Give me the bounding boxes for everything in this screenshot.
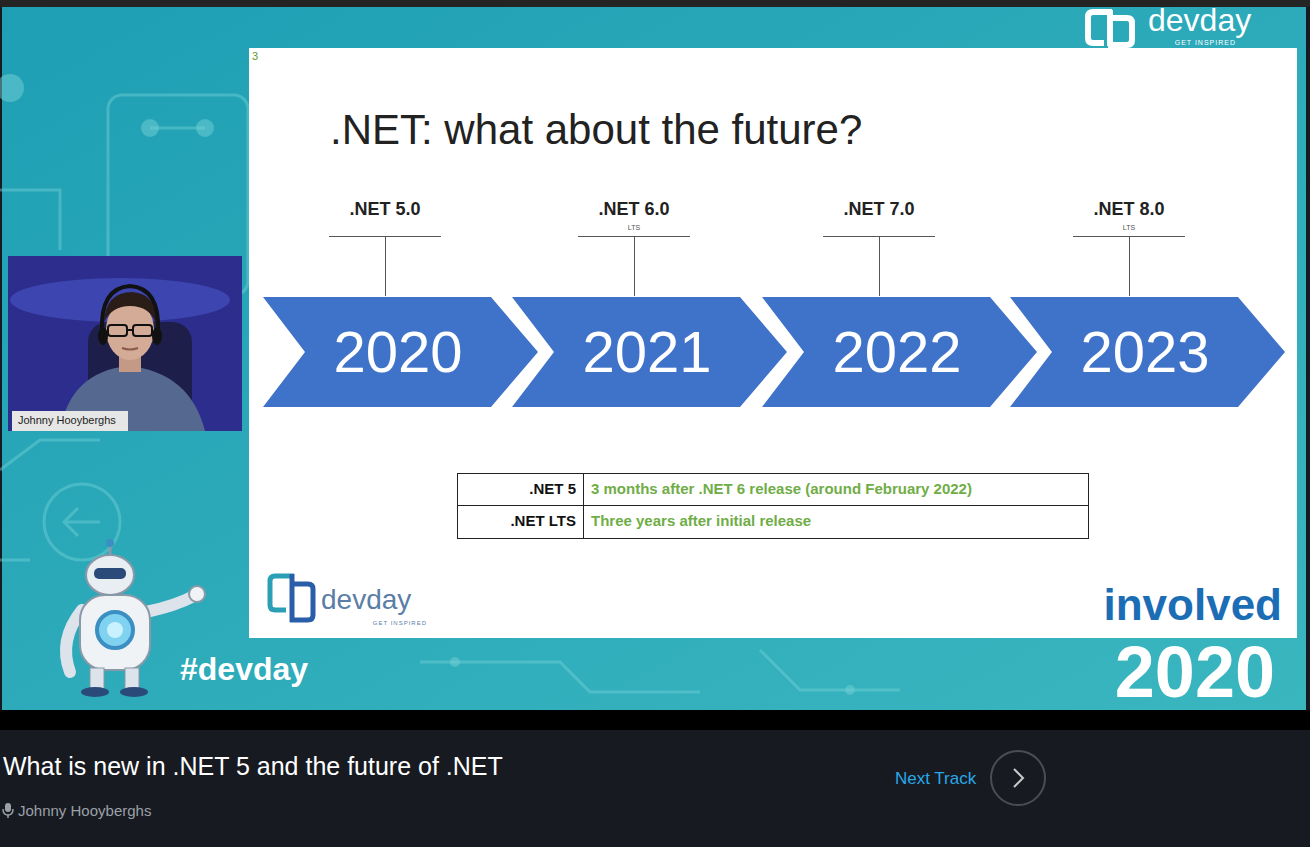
table-cell: .NET 5 [529,480,576,497]
table-cell: .NET LTS [510,512,576,529]
timeline-chevron: 2023 [1010,297,1285,407]
chevron-outline [512,297,787,407]
year-label: 2023 [1080,320,1209,384]
lts-tag: LTS [1123,224,1135,232]
video-ground [2,7,1306,710]
version-leader-lines [329,237,1185,297]
version-label: .NET 5.0 [349,199,420,220]
table-cell: Three years after initial release [591,512,811,529]
logo-tagline: GET INSPIRED [373,620,427,627]
logo-text: devday [1148,2,1251,39]
slide-number: 3 [252,50,258,63]
timeline-chevron: 2020 [263,297,538,407]
logo-icon [1088,10,1132,46]
speaker-name: Johnny Hooyberghs [18,802,151,819]
timeline-chevron: 2022 [762,297,1037,407]
video-title: What is new in .NET 5 and the future of … [3,752,503,781]
top-strip [0,0,1310,7]
name-tag: Johnny Hooyberghs [18,414,116,427]
year-label: 2020 [333,320,462,384]
version-label: .NET 8.0 [1093,199,1164,220]
webcam-illustration [8,256,242,431]
slide [249,48,1297,638]
event-theme: involved [1104,580,1283,631]
video-bottom-bar [0,710,1310,730]
chevron-outline [1010,297,1285,407]
chevron-outline [263,297,538,407]
microphone-icon [3,803,13,818]
timeline-chevron: 2021 [512,297,787,407]
version-label: .NET 7.0 [843,199,914,220]
next-track-link: Next Track [895,769,976,789]
logo-text: devday [321,584,411,616]
slide-title: .NET: what about the future? [330,106,862,154]
logo-icon [270,574,313,622]
year-label: 2021 [582,320,711,384]
hashtag: #devday [180,651,308,688]
table-cell: 3 months after .NET 6 release (around Fe… [591,480,972,497]
table-grid [458,474,1089,539]
version-label: .NET 6.0 [598,199,669,220]
lts-tag: LTS [628,224,640,232]
logo-tagline: GET INSPIRED [1175,39,1236,47]
chevron-outline [762,297,1037,407]
year-label: 2022 [832,320,961,384]
event-year: 2020 [1115,636,1275,708]
next-track-button [991,751,1045,805]
